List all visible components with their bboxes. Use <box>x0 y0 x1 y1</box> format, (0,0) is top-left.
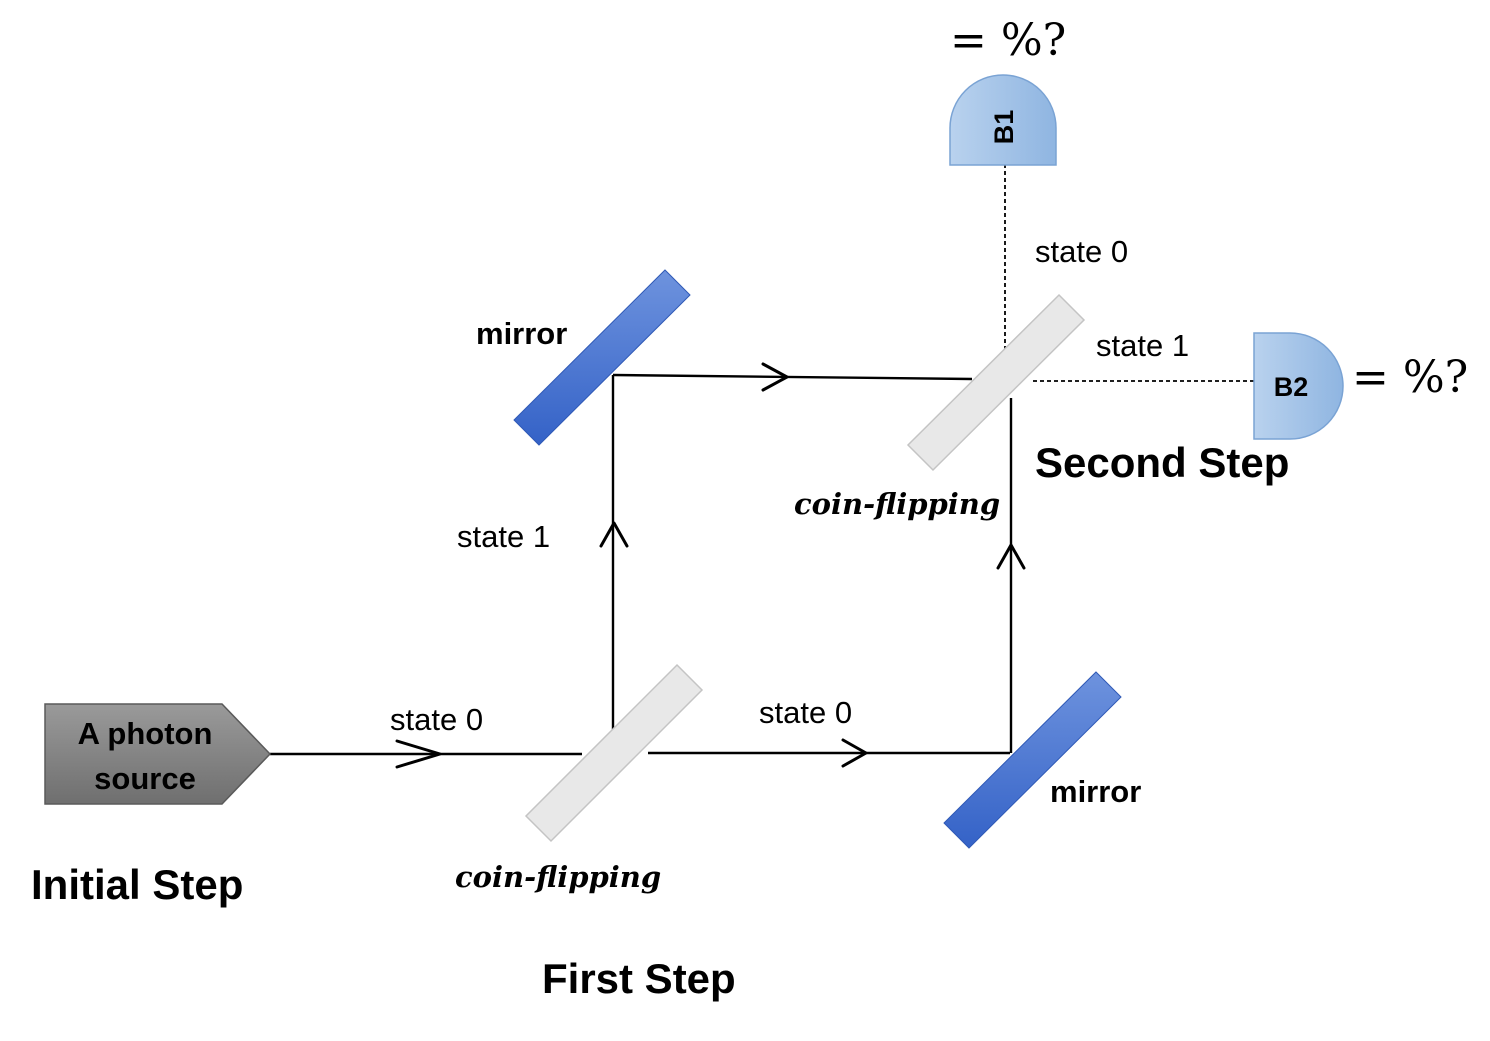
initial-step-label: Initial Step <box>31 861 243 908</box>
photon-source <box>44 703 272 805</box>
arrow-top-path <box>761 362 789 392</box>
mirror-bottom <box>943 671 1122 849</box>
arrow-first-transmit <box>841 738 868 768</box>
detector-b2 <box>1253 332 1344 440</box>
detector-paths <box>1004 165 1254 382</box>
coin-flipping-second <box>906 293 1086 472</box>
state-first-reflect-label: state 1 <box>457 519 550 554</box>
photon-source-label-line2: source <box>94 761 196 796</box>
coin-flipping-second-label: coin-flipping <box>794 487 1000 521</box>
arrowheads <box>395 362 1026 769</box>
state-second-up-label: state 0 <box>1035 234 1128 269</box>
arrow-first-reflect <box>599 521 629 548</box>
first-step-label: First Step <box>542 955 736 1002</box>
arrow-input <box>395 739 442 769</box>
mirror-top <box>513 269 691 446</box>
photon-source-label-line1: A photon <box>78 716 213 751</box>
arrow-right-up <box>996 543 1026 570</box>
detector-b1-reading: = %? <box>950 15 1066 66</box>
detector-b1-label: B1 <box>989 110 1019 145</box>
detector-b2-reading: = %? <box>1352 352 1468 403</box>
beam-paths <box>270 373 1013 756</box>
detector-b2-label: B2 <box>1274 372 1309 402</box>
detector-b1 <box>949 74 1057 166</box>
mirror-top-label: mirror <box>476 316 567 351</box>
mirror-bottom-label: mirror <box>1050 774 1141 809</box>
state-input-label: state 0 <box>390 702 483 737</box>
state-first-transmit-label: state 0 <box>759 695 852 730</box>
state-second-right-label: state 1 <box>1096 328 1189 363</box>
coin-flipping-first <box>524 663 704 843</box>
second-step-label: Second Step <box>1035 439 1289 486</box>
beam-mirror-top-to-splitter <box>612 373 973 381</box>
coin-flipping-first-label: coin-flipping <box>455 860 661 894</box>
